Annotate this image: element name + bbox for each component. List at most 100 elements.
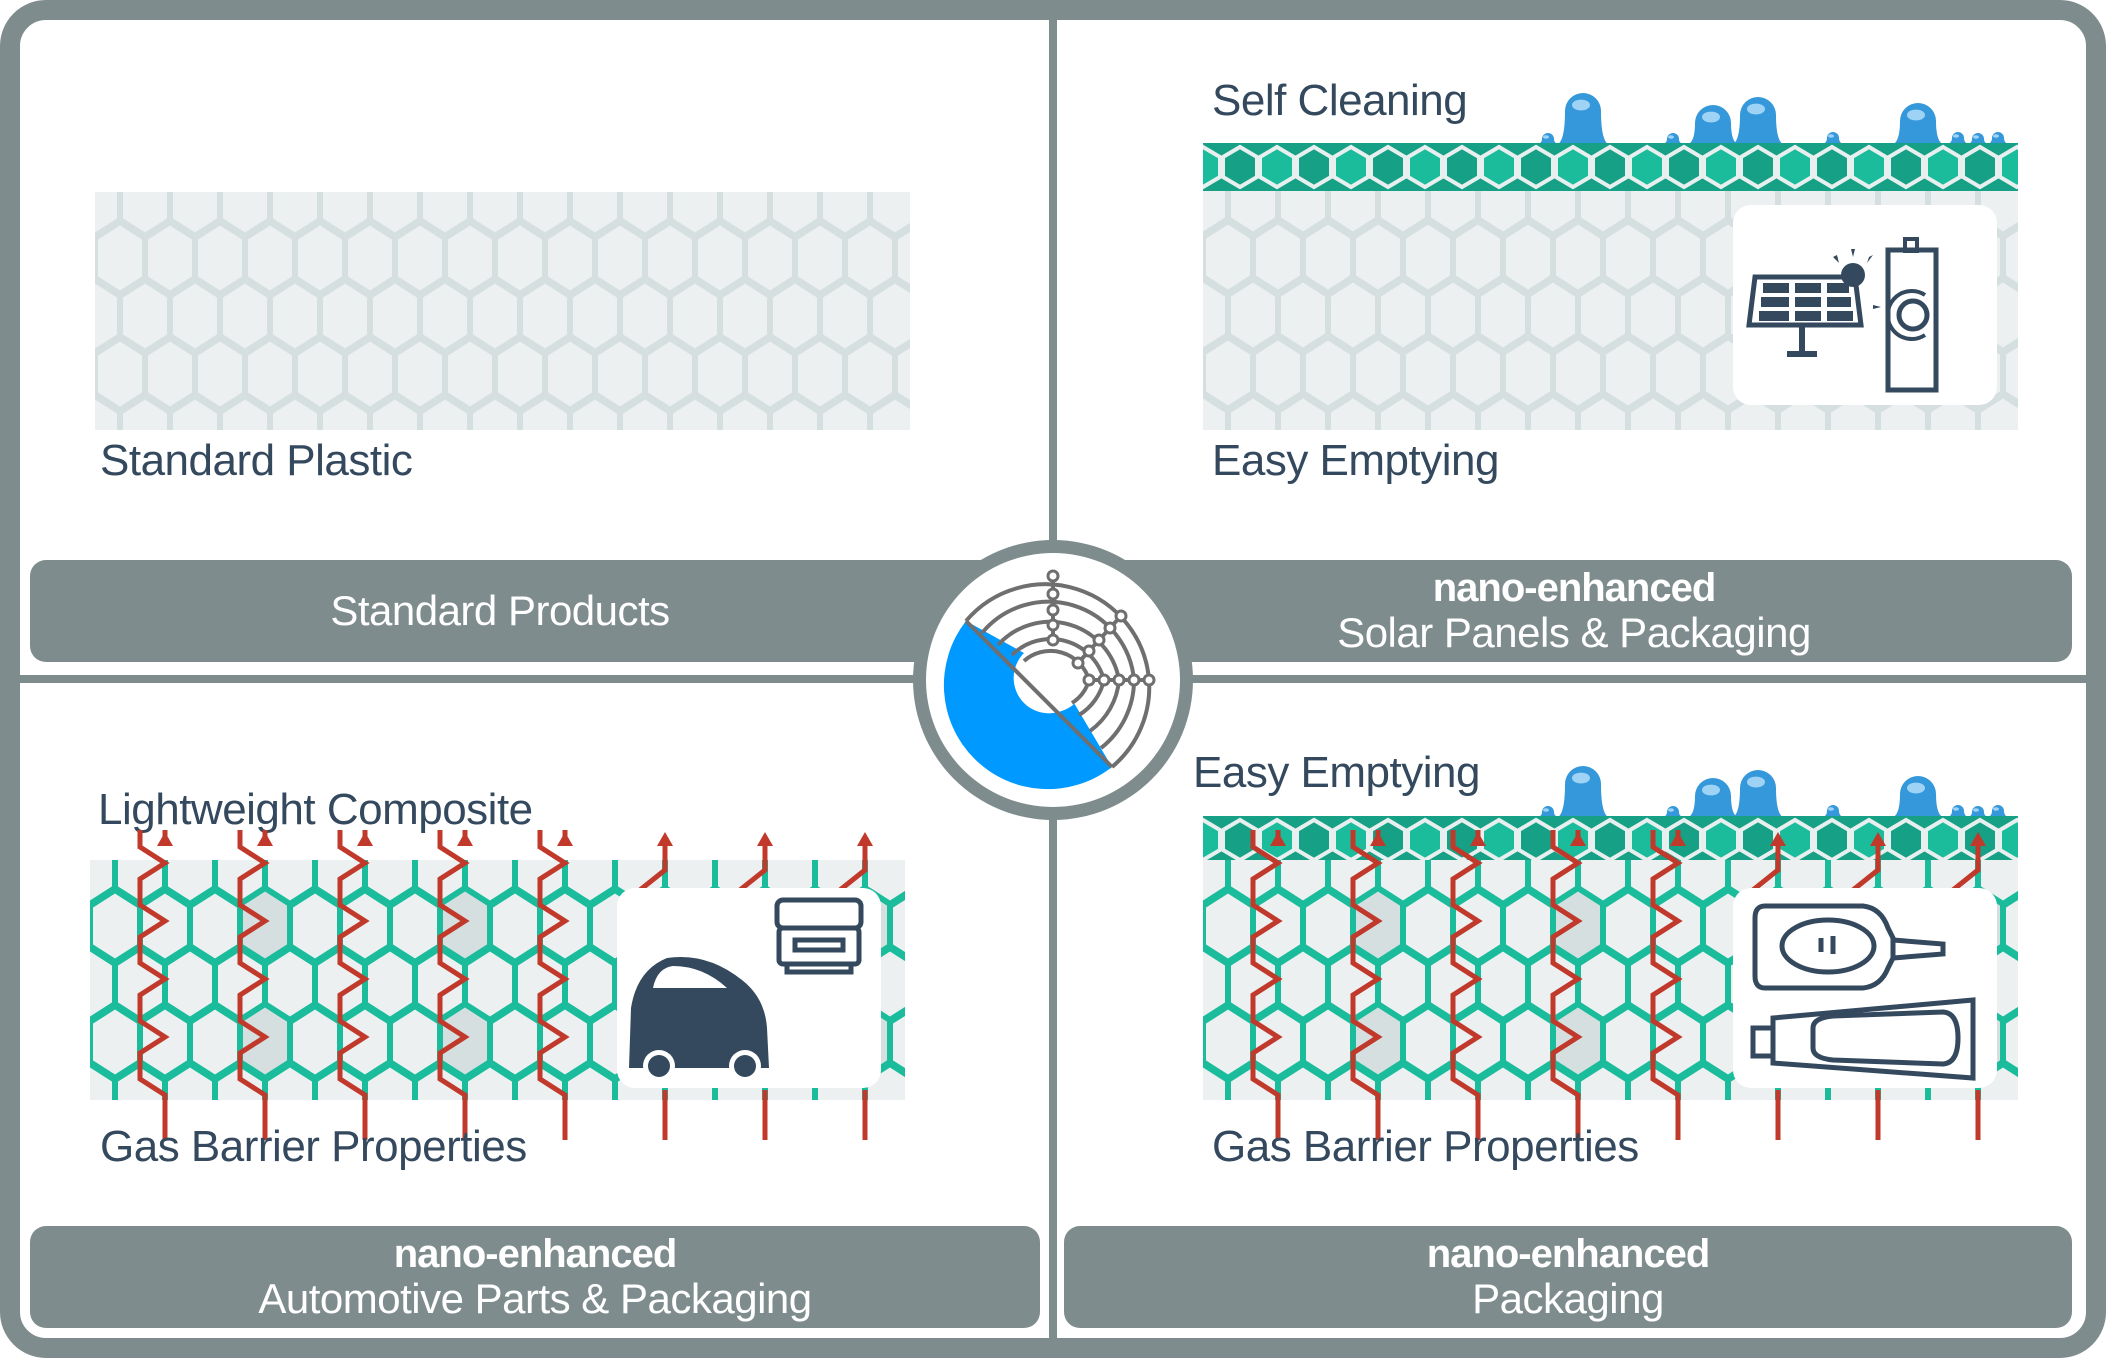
standard-products-bar: Standard Products — [30, 560, 1030, 662]
coating-cell — [1998, 817, 2018, 863]
coating-cell — [1665, 144, 1703, 190]
water-drop-icon — [1890, 776, 1946, 818]
hex-cell — [267, 390, 323, 430]
hex-cell — [717, 390, 773, 430]
coating-cell — [1591, 144, 1629, 190]
water-drop-icon — [1817, 805, 1849, 818]
water-drop-icon — [1532, 133, 1564, 145]
gas-arrow-icon — [1570, 832, 1586, 846]
coating-cell — [1776, 144, 1814, 190]
hex-cell — [1375, 1058, 1431, 1100]
gas-arrow-icon — [1470, 832, 1486, 846]
container-jar-icon — [774, 897, 864, 975]
coating-cell — [1702, 144, 1740, 190]
gas-arrow-icon — [457, 832, 473, 846]
hex-cell — [462, 1058, 518, 1100]
hex-cell — [667, 390, 723, 430]
coating-cell — [1480, 817, 1518, 863]
coating-cell — [1406, 144, 1444, 190]
coating-cell — [1887, 817, 1925, 863]
solar-packaging-icon-card — [1733, 205, 1997, 405]
coating-cell — [1295, 144, 1333, 190]
gas-arrow-icon — [1870, 832, 1886, 846]
lightweight-composite-label: Lightweight Composite — [98, 785, 533, 834]
hex-cell — [117, 390, 173, 430]
coating-cell — [1480, 144, 1518, 190]
hex-cell — [1425, 389, 1481, 430]
hex-cell — [162, 1058, 218, 1100]
self-cleaning-label: Self Cleaning — [1212, 76, 1468, 125]
water-drop-icon — [1890, 103, 1946, 145]
coating-cell — [1813, 144, 1851, 190]
gas-path — [137, 830, 170, 1140]
coating-cell — [1591, 817, 1629, 863]
gas-arrow-icon — [357, 832, 373, 846]
hex-cell — [1575, 1058, 1631, 1100]
gas-path — [1951, 842, 1981, 1140]
bar-title: Automotive Parts & Packaging — [258, 1275, 812, 1322]
hex-cell — [1675, 1058, 1731, 1100]
hex-cell — [867, 390, 910, 430]
water-drop-icon — [1555, 93, 1611, 145]
coating-cell — [1295, 817, 1333, 863]
gas-path — [1550, 830, 1583, 1140]
hex-cell — [1225, 389, 1281, 430]
center-logo-inner — [926, 553, 1180, 807]
gas-arrow-icon — [1370, 832, 1386, 846]
coating-cell — [1813, 817, 1851, 863]
coating-cell — [1924, 144, 1962, 190]
gas-path — [1350, 830, 1383, 1140]
gas-path — [1650, 830, 1683, 1140]
water-droplets — [1203, 85, 2018, 145]
gas-arrow-icon — [1670, 832, 1686, 846]
gas-path — [1751, 842, 1781, 1140]
bar-bold-title: nano-enhanced — [1426, 1232, 1711, 1276]
coating-cell — [1443, 144, 1481, 190]
water-drop-icon — [1942, 805, 1974, 818]
hex-cell — [1275, 1058, 1331, 1100]
center-logo — [913, 540, 1193, 820]
water-drop-icon — [1685, 778, 1741, 818]
standard-plastic-hex-pattern — [95, 192, 910, 430]
water-drop-icon — [1817, 132, 1849, 145]
nano-logo-icon — [943, 569, 1156, 790]
water-drop-icon — [1962, 133, 1994, 145]
gas-arrow-icon — [157, 832, 173, 846]
automotive-parts-packaging-bar: nano-enhanced Automotive Parts & Packagi… — [30, 1226, 1040, 1328]
gas-arrow-icon — [1270, 832, 1286, 846]
water-heater-icon — [1873, 237, 1939, 393]
hex-cell — [1975, 389, 2018, 430]
gas-barrier-label: Gas Barrier Properties — [1212, 1122, 1639, 1171]
hex-cell — [767, 390, 823, 430]
hex-cell — [317, 390, 373, 430]
car-icon — [629, 956, 769, 1082]
hex-cell — [467, 390, 523, 430]
coating-cell — [1887, 144, 1925, 190]
bar-bold-title: nano-enhanced — [1432, 566, 1717, 610]
water-droplets — [1203, 758, 2018, 818]
water-drop-icon — [1657, 806, 1689, 818]
hex-cell — [1375, 389, 1431, 430]
hex-cell — [817, 390, 873, 430]
coating-cell — [1221, 144, 1259, 190]
squeeze-bottle-icon — [1752, 903, 1946, 991]
hex-cell — [1325, 389, 1381, 430]
hex-cell — [517, 390, 573, 430]
hex-cell — [567, 390, 623, 430]
hex-cell — [417, 390, 473, 430]
hex-cell — [562, 1058, 618, 1100]
hex-cell — [1675, 389, 1731, 430]
gas-arrow-icon — [257, 832, 273, 846]
water-drop-icon — [1730, 770, 1786, 818]
nano-coating-band — [1203, 816, 2018, 864]
easy-emptying-label: Easy Emptying — [1212, 436, 1499, 485]
solar-panel-icon — [1746, 249, 1873, 357]
water-drop-icon — [1657, 133, 1689, 145]
coating-cell — [1739, 144, 1777, 190]
hex-cell — [1525, 389, 1581, 430]
water-drop-icon — [1555, 766, 1611, 818]
easy-emptying-label: Easy Emptying — [1193, 748, 1480, 797]
gas-arrow-icon — [757, 832, 773, 846]
bar-bold-title: nano-enhanced — [393, 1232, 678, 1276]
solar-panels-packaging-bar: nano-enhanced Solar Panels & Packaging — [1076, 560, 2072, 662]
